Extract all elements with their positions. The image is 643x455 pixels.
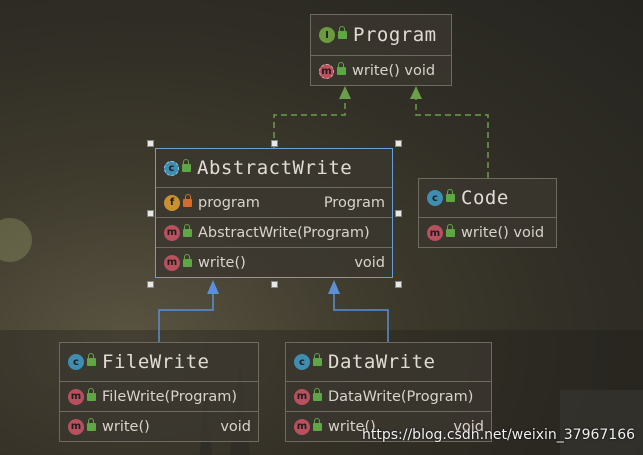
public-visibility-icon: [446, 189, 455, 202]
class-box-code[interactable]: c Code m write() void: [418, 178, 557, 248]
member-type: void: [220, 418, 251, 435]
class-header: c DataWrite: [286, 343, 491, 382]
member-name: write() void: [461, 225, 545, 241]
public-visibility-icon: [183, 253, 192, 267]
method-icon: m: [68, 388, 84, 405]
public-visibility-icon: [313, 387, 322, 401]
member-name: write(): [102, 418, 150, 435]
method-icon: m: [294, 388, 310, 405]
resize-handle-bottom-center[interactable]: [271, 281, 278, 288]
class-header: I Program: [311, 15, 451, 56]
class-icon: c: [68, 354, 84, 370]
member-row[interactable]: m write() void: [419, 218, 556, 248]
class-name: DataWrite: [328, 351, 436, 373]
field-icon: f: [164, 194, 180, 211]
resize-handle-bottom-right[interactable]: [395, 281, 402, 288]
public-visibility-icon: [182, 159, 191, 172]
class-icon: c: [427, 190, 443, 206]
member-row[interactable]: m DataWrite(Program): [286, 382, 491, 412]
member-name: FileWrite(Program): [102, 388, 238, 405]
public-visibility-icon: [337, 62, 346, 75]
public-visibility-icon: [183, 223, 192, 237]
member-name: DataWrite(Program): [328, 388, 474, 405]
member-name: write(): [328, 418, 376, 435]
class-box-program[interactable]: I Program m write() void: [310, 14, 452, 86]
member-name: AbstractWrite(Program): [198, 224, 370, 241]
method-icon: m: [68, 418, 84, 435]
resize-handle-middle-left[interactable]: [147, 210, 154, 217]
member-row[interactable]: m write() void: [156, 248, 392, 277]
class-name: FileWrite: [102, 351, 210, 373]
member-type: void: [354, 254, 385, 271]
resize-handle-top-center[interactable]: [271, 140, 278, 147]
class-header: c AbstractWrite: [156, 149, 392, 188]
class-header: c Code: [419, 179, 556, 218]
member-row[interactable]: m write() void: [286, 412, 491, 441]
member-type: void: [453, 418, 484, 435]
abstract-method-icon: m: [319, 63, 334, 79]
class-name: Code: [461, 187, 509, 209]
class-box-datawrite[interactable]: c DataWrite m DataWrite(Program) m write…: [285, 342, 492, 442]
method-icon: m: [294, 418, 310, 435]
public-visibility-icon: [87, 387, 96, 401]
watermark-url: https://blog.csdn.net/weixin_37967166: [362, 427, 636, 443]
class-box-abstractwrite[interactable]: c AbstractWrite f program Program m Abst…: [155, 148, 393, 278]
method-icon: m: [427, 225, 443, 241]
member-row[interactable]: f program Program: [156, 188, 392, 218]
abstract-class-icon: c: [164, 160, 179, 176]
resize-handle-middle-right[interactable]: [395, 210, 402, 217]
member-name: program: [198, 194, 260, 211]
member-name: write(): [198, 254, 246, 271]
resize-handle-top-right[interactable]: [395, 140, 402, 147]
public-visibility-icon: [313, 417, 322, 431]
member-row[interactable]: m write() void: [60, 412, 258, 441]
resize-handle-bottom-left[interactable]: [147, 281, 154, 288]
public-visibility-icon: [87, 353, 96, 366]
resize-handle-top-left[interactable]: [147, 140, 154, 147]
public-visibility-icon: [338, 26, 347, 39]
private-visibility-icon: [183, 193, 192, 207]
member-type: Program: [323, 194, 385, 211]
member-row[interactable]: m write() void: [311, 56, 451, 86]
public-visibility-icon: [446, 224, 455, 237]
class-icon: c: [294, 354, 310, 370]
member-name: write() void: [352, 63, 436, 79]
member-row[interactable]: m FileWrite(Program): [60, 382, 258, 412]
class-header: c FileWrite: [60, 343, 258, 382]
method-icon: m: [164, 224, 180, 241]
interface-icon: I: [319, 27, 335, 43]
class-name: AbstractWrite: [197, 157, 353, 179]
member-row[interactable]: m AbstractWrite(Program): [156, 218, 392, 248]
public-visibility-icon: [313, 353, 322, 366]
method-icon: m: [164, 254, 180, 271]
class-name: Program: [353, 24, 437, 46]
class-box-filewrite[interactable]: c FileWrite m FileWrite(Program) m write…: [59, 342, 259, 442]
public-visibility-icon: [87, 417, 96, 431]
